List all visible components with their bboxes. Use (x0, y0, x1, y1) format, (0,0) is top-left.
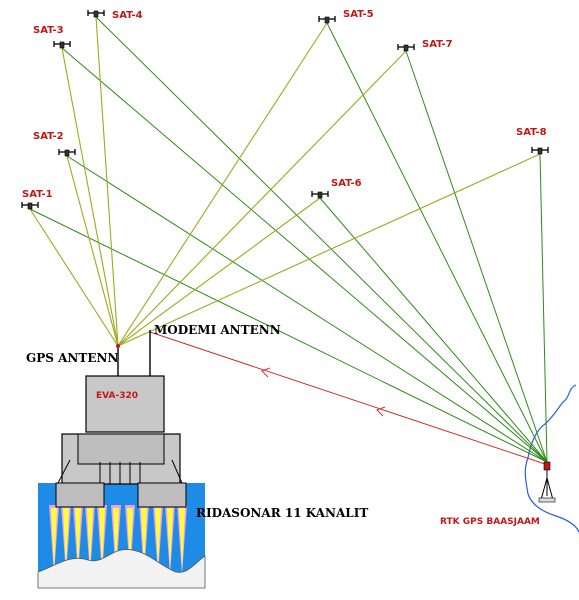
correction-arrow-head (376, 406, 386, 417)
transducer-array (55, 459, 187, 508)
satellite-icon (53, 41, 71, 49)
satellite-label: SAT-5 (343, 9, 374, 20)
device-model-label: EVA-320 (96, 391, 138, 401)
base-station-label: RTK GPS BAASJAAM (440, 517, 540, 527)
rtk-base-station-icon (538, 461, 556, 503)
sonar-beam-core (127, 508, 133, 570)
satellite-label: SAT-6 (331, 178, 362, 189)
satellite-label: SAT-3 (33, 25, 64, 36)
sonar-beam-core (167, 508, 173, 570)
sonar-beam-core (75, 508, 81, 570)
sonar-label: RIDASONAR 11 KANALIT (196, 506, 368, 520)
satellite-label: SAT-4 (112, 10, 143, 21)
signal-line-to-gps (117, 22, 328, 347)
sonar-beam-core (99, 508, 105, 570)
satellite-label: SAT-7 (422, 39, 453, 50)
signal-line-to-gps (61, 47, 119, 347)
signal-line-to-gps (66, 155, 119, 347)
sonar-beam-core (51, 508, 57, 570)
modem-antenna-label: MODEMI ANTENN (154, 323, 281, 337)
sonar-beam-core (63, 508, 69, 570)
signal-line-to-base (539, 153, 548, 463)
signal-line-to-gps (117, 197, 321, 347)
satellite-icon (311, 191, 329, 199)
gps-antenna-label: GPS ANTENN (26, 351, 118, 365)
satellite-icon (21, 202, 39, 210)
satellite-icon (531, 147, 549, 155)
signal-line-to-gps (117, 153, 541, 347)
signal-line-to-base (326, 22, 548, 463)
signal-line-to-gps (95, 16, 119, 347)
correction-link (149, 331, 549, 466)
sonar-beam-core (113, 508, 119, 570)
sonar-beam-core (155, 508, 161, 570)
sonar-beams (49, 505, 187, 575)
sonar-beam-core (87, 508, 93, 570)
signal-line-to-base (66, 155, 548, 463)
signal-line-to-base (405, 50, 548, 463)
seabed-profile (37, 549, 206, 589)
satellite-icon (397, 44, 415, 52)
signal-line-to-base (319, 197, 548, 463)
sonar-beam-core (179, 508, 185, 570)
signal-line-to-gps (117, 50, 407, 347)
shoreline (524, 384, 579, 533)
signal-line-to-base (29, 208, 548, 463)
correction-arrow-head (261, 367, 271, 378)
signal-line-to-gps (29, 208, 119, 347)
signal-lines (29, 16, 548, 463)
satellite-label: SAT-2 (33, 131, 64, 142)
satellite-label: SAT-8 (516, 127, 547, 138)
vessel-core (77, 433, 165, 465)
signal-line-to-base (95, 16, 548, 463)
satellite-label: SAT-1 (22, 189, 53, 200)
sonar-beam-core (141, 508, 147, 570)
satellite-icon (87, 10, 105, 18)
satellite-icon (318, 16, 336, 24)
eva320-housing (85, 375, 165, 433)
signal-line-to-base (61, 47, 548, 463)
satellite-icon (58, 149, 76, 157)
gps-antenna-tip (116, 344, 120, 348)
